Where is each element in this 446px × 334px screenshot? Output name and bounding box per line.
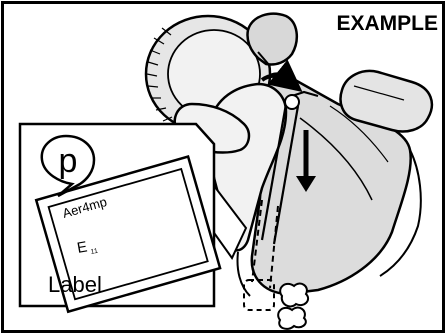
anchor-puff-lower (278, 308, 306, 329)
example-badge: EXAMPLE (336, 12, 438, 35)
belt-anchor (285, 95, 299, 109)
anchor-puff-upper (280, 284, 308, 307)
callout-letter: p (59, 142, 78, 180)
label-caption: Label (48, 272, 102, 297)
label-line-3: 11 (90, 248, 98, 256)
seat-edge (238, 252, 251, 296)
